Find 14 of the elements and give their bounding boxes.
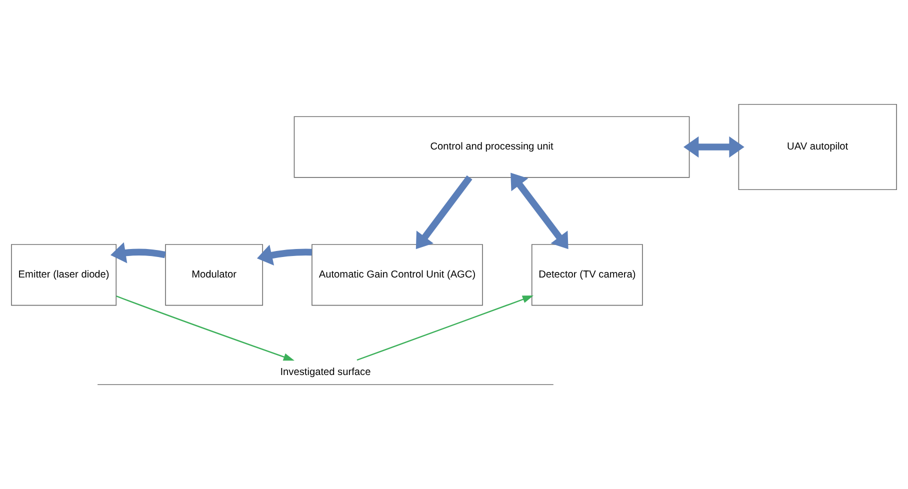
arrow — [510, 172, 568, 250]
arrow — [356, 296, 534, 361]
arrow — [256, 244, 312, 266]
node-box: Control and processing unit — [294, 116, 690, 178]
arrow — [110, 242, 166, 264]
node-box: UAV autopilot — [738, 104, 897, 190]
arrow — [116, 295, 294, 361]
node-box: Detector (TV camera) — [531, 244, 643, 306]
arrow — [416, 175, 472, 250]
node-box: Modulator — [165, 244, 264, 306]
node-box: Emitter (laser diode) — [11, 244, 117, 306]
arrow — [683, 136, 744, 158]
node-text: Investigated surface — [280, 367, 371, 378]
node-box: Automatic Gain Control Unit (AGC) — [312, 244, 483, 306]
